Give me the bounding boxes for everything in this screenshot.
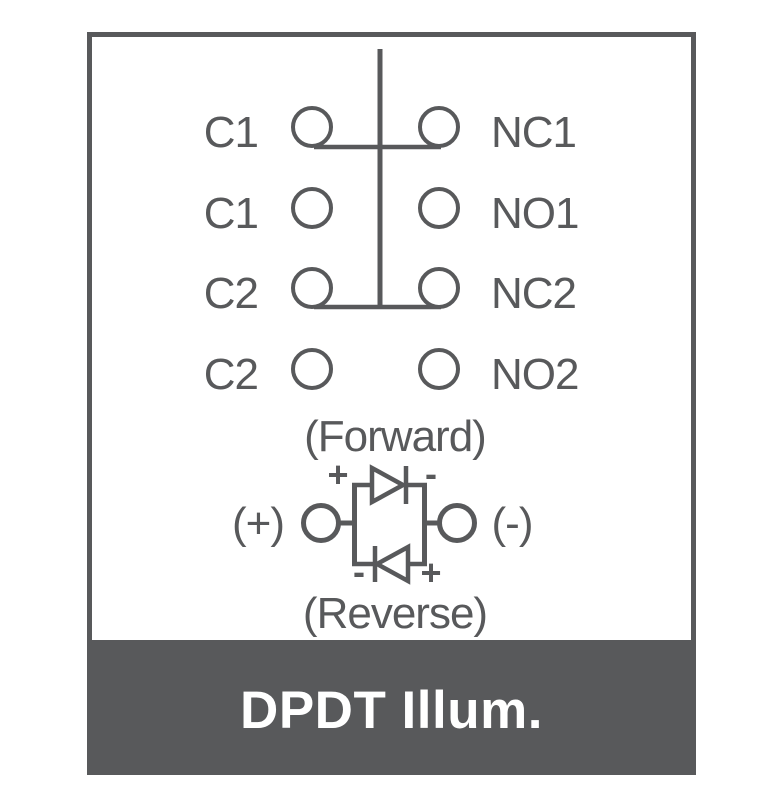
diagram-frame	[87, 32, 696, 645]
footer-label: DPDT Illum.	[240, 680, 543, 740]
footer-bar: DPDT Illum.	[87, 645, 696, 775]
